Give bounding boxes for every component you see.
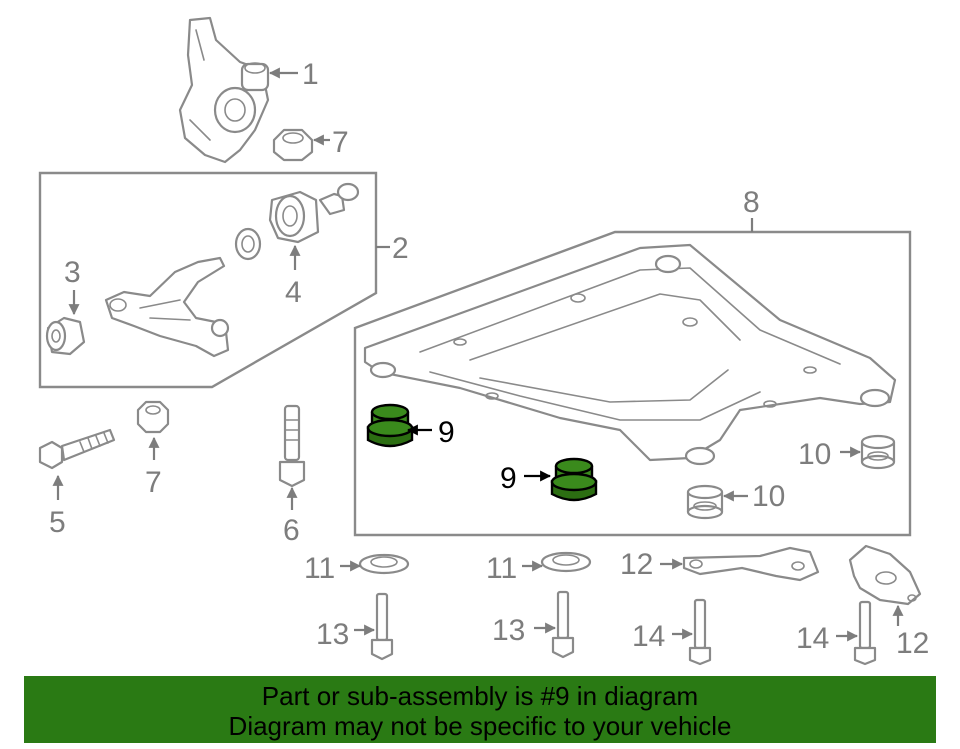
callout-10-right: 10 — [798, 438, 831, 471]
callout-12-right: 12 — [896, 627, 929, 660]
callout-12-left: 12 — [620, 548, 653, 581]
bolt-13-right — [551, 590, 575, 659]
nut-part — [272, 128, 314, 162]
banner-line-1: Part or sub-assembly is #9 in diagram — [261, 681, 699, 711]
nut-7-part — [136, 400, 170, 434]
bolt-5-part — [38, 428, 116, 470]
callout-7-mid: 7 — [145, 466, 162, 499]
callout-14-right: 14 — [796, 622, 829, 655]
knuckle-part — [178, 16, 270, 164]
front-bushing-part — [45, 316, 86, 356]
control-arm-group-box — [38, 171, 378, 389]
callout-9-lower: 9 — [500, 462, 517, 495]
bracket-12-right — [848, 544, 922, 606]
bushing-10-lower — [686, 484, 724, 520]
lower-control-arm-part — [104, 256, 230, 358]
bolt-6-part — [278, 404, 306, 488]
info-banner: Part or sub-assembly is #9 in diagram Di… — [24, 676, 936, 743]
callout-8: 8 — [743, 186, 760, 219]
callout-10-lower: 10 — [752, 480, 785, 513]
callout-6: 6 — [283, 514, 300, 547]
bolt-14-left — [688, 598, 712, 666]
callout-11-left: 11 — [304, 552, 335, 585]
callout-13-left: 13 — [316, 618, 349, 651]
bushing-9-upper — [366, 403, 414, 448]
callout-2: 2 — [392, 232, 409, 265]
bracket-12-left — [682, 546, 820, 582]
callout-13-right: 13 — [492, 614, 525, 647]
callout-4: 4 — [285, 276, 302, 309]
callout-11-right: 11 — [486, 552, 517, 585]
callout-1: 1 — [302, 58, 319, 91]
cradle-group-box — [353, 230, 912, 537]
engine-cradle-part — [363, 243, 897, 466]
rear-bushing-part — [234, 182, 360, 261]
bushing-9-lower — [550, 457, 598, 502]
washer-11-left — [358, 553, 410, 575]
washer-11-right — [540, 551, 592, 573]
callout-14-left: 14 — [632, 620, 665, 653]
callout-9-upper: 9 — [438, 416, 455, 449]
bushing-10-right — [860, 434, 896, 470]
bolt-13-left — [370, 592, 394, 661]
callout-5: 5 — [49, 506, 66, 539]
callout-7-top: 7 — [332, 126, 349, 159]
banner-line-2: Diagram may not be specific to your vehi… — [228, 711, 732, 741]
bolt-14-right — [853, 600, 877, 666]
callout-3: 3 — [64, 256, 81, 289]
